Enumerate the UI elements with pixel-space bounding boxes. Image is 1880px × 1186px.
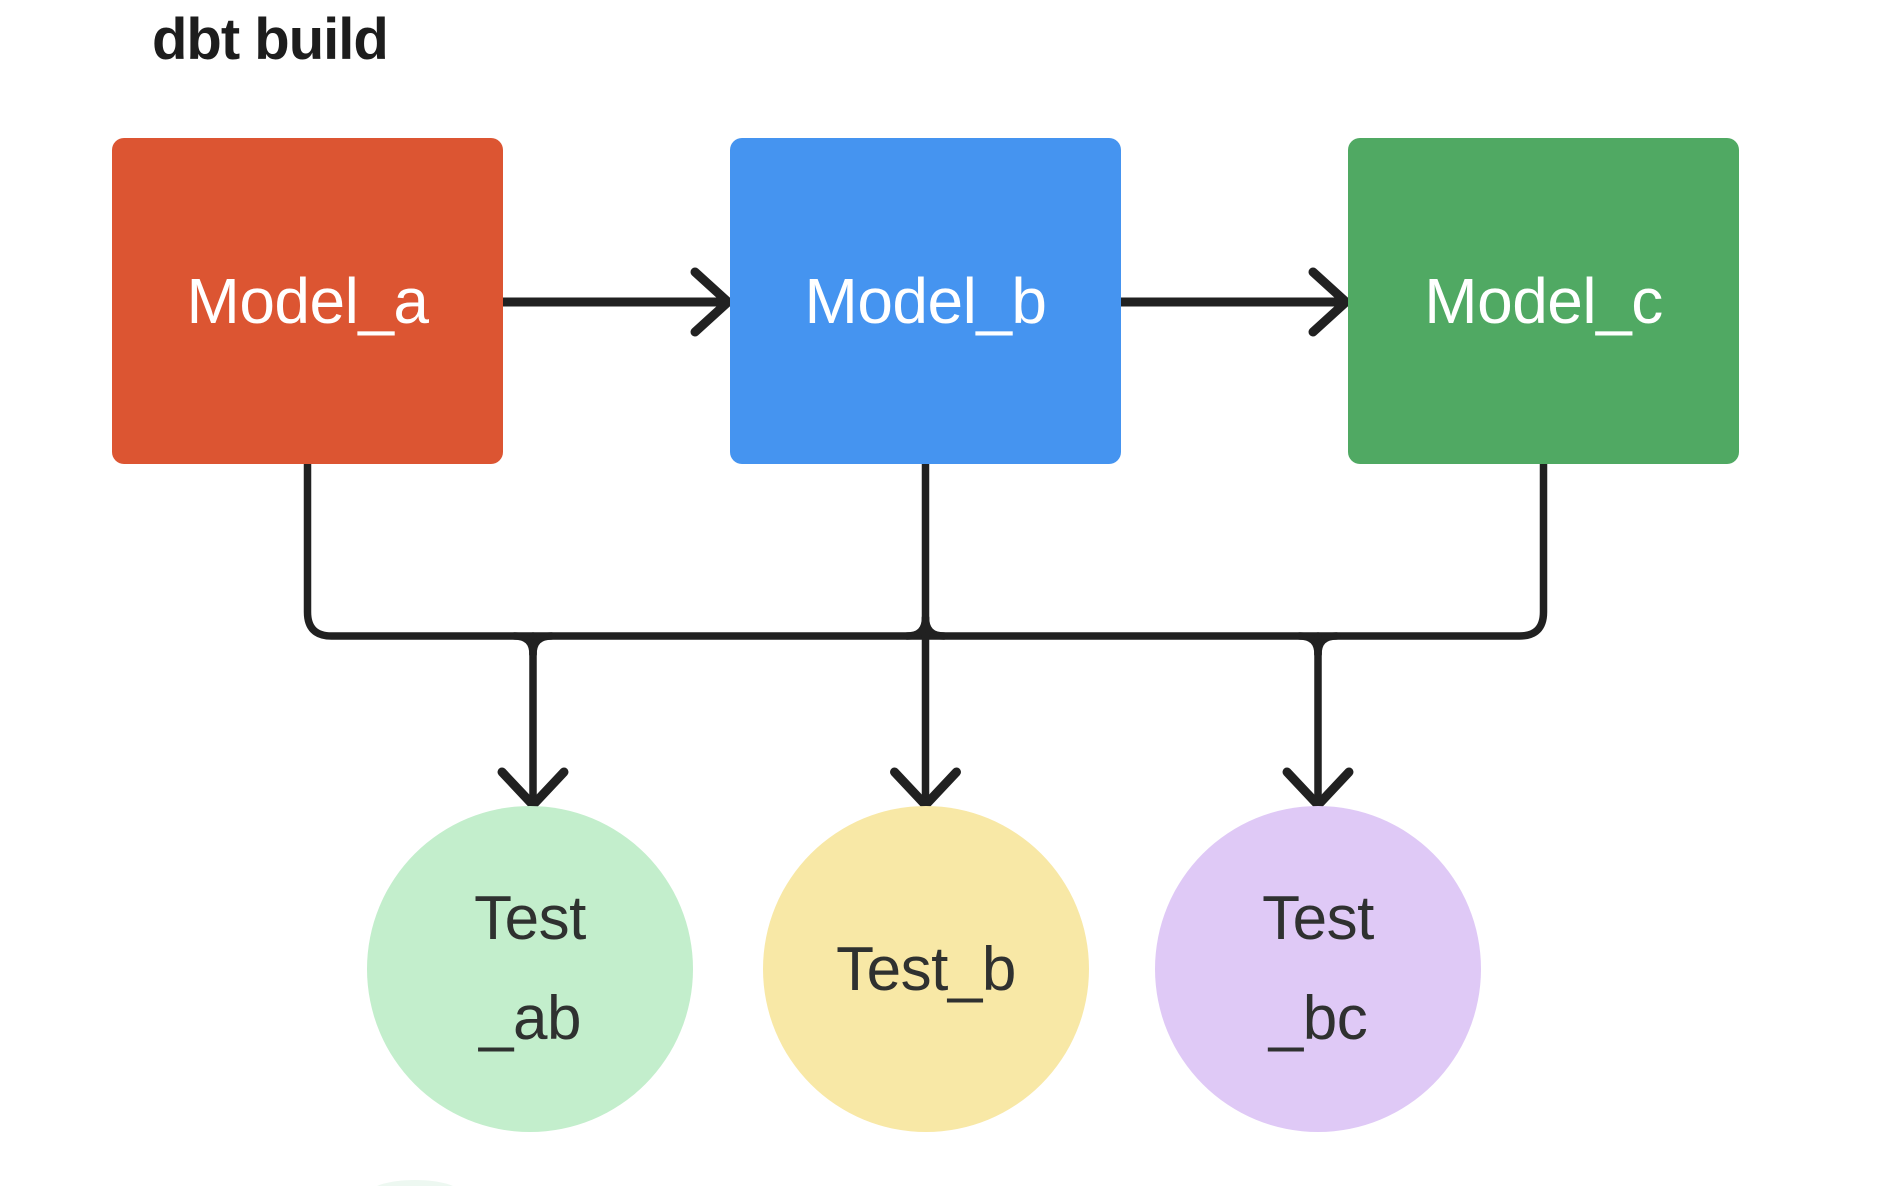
fillet-model-b-right [921, 613, 948, 640]
test-bc-node: Test _bc [1155, 806, 1481, 1132]
connector-tree [303, 460, 1548, 801]
fillet-test-ab-right [529, 632, 556, 659]
diagram-title: dbt build [152, 7, 389, 72]
arrowhead-test-bc [1282, 767, 1354, 810]
model-b-node: Model_b [730, 138, 1121, 464]
model-a-node: Model_a [112, 138, 503, 464]
model-a-label: Model_a [186, 265, 430, 337]
test-ab-node: Test _ab [367, 806, 693, 1132]
test-ab-label-line2: _ab [479, 984, 581, 1053]
arrowhead-test-ab [497, 767, 569, 810]
test-ab-label-line1: Test [474, 884, 586, 953]
fillet-test-bc-right [1314, 632, 1341, 659]
cropped-edge-shape [370, 1180, 460, 1186]
model-c-node: Model_c [1348, 138, 1739, 464]
arrows [497, 267, 1354, 810]
model-c-label: Model_c [1424, 265, 1663, 337]
model-b-label: Model_b [804, 265, 1048, 337]
test-bc-label-line1: Test [1262, 884, 1374, 953]
arrowhead-test-b [890, 767, 961, 810]
arrow-model-b-to-c-head [1308, 267, 1351, 337]
arrow-model-a-to-b-head [690, 267, 733, 337]
test-b-label: Test_b [836, 934, 1016, 1004]
test-b-node: Test_b [763, 806, 1089, 1132]
test-bc-label-line2: _bc [1268, 984, 1368, 1053]
